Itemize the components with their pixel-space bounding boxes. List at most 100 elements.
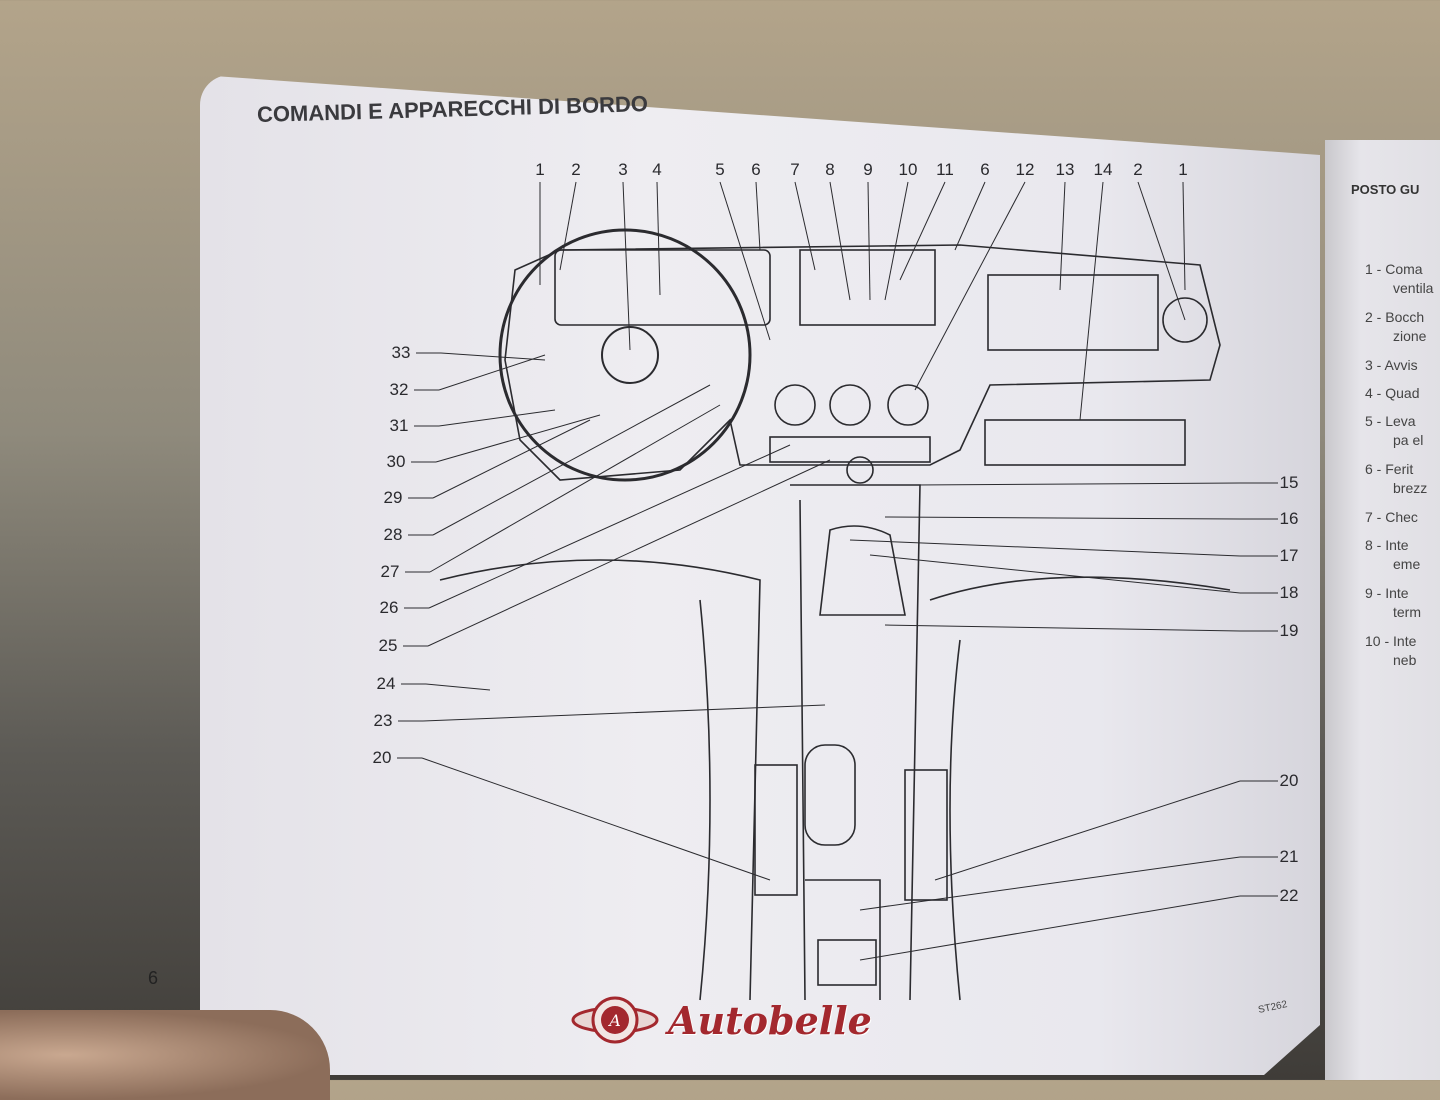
callout-right-18: 18 — [1279, 583, 1299, 602]
legend-number: 6 - — [1365, 461, 1382, 477]
leader-line — [794, 181, 816, 271]
callout-top-9: 9 — [863, 160, 873, 179]
legend-number: 2 - — [1365, 309, 1382, 325]
legend-text: Avvis — [1384, 357, 1418, 373]
leader-line — [829, 181, 851, 301]
leader-line — [622, 181, 631, 351]
radio — [769, 436, 931, 463]
leader-line — [719, 181, 771, 341]
callout-top-10: 10 — [898, 160, 918, 179]
leader-line — [867, 181, 871, 301]
legend-item: 1 - Coma ventila — [1365, 260, 1433, 298]
callout-left-33: 33 — [391, 343, 411, 362]
callout-top-6: 6 — [751, 160, 761, 179]
leader-line — [859, 895, 1241, 961]
callout-right-15: 15 — [1279, 473, 1299, 492]
callout-top-12: 12 — [1015, 160, 1035, 179]
dashboard-outline — [504, 244, 1221, 481]
callout-right-20: 20 — [1279, 771, 1299, 790]
callout-top-2: 2 — [1133, 160, 1143, 179]
legend-text: Coma — [1385, 261, 1423, 277]
left-seat — [439, 559, 761, 1001]
leader-line — [425, 683, 491, 691]
svg-text:A: A — [607, 1011, 621, 1030]
callout-right-21: 21 — [1279, 847, 1299, 866]
leader-line — [899, 181, 946, 281]
steering-wheel — [498, 228, 752, 482]
leader-line — [914, 181, 1026, 391]
legend-number: 7 - — [1365, 509, 1382, 525]
center-switch-panel — [799, 249, 936, 326]
leader-line — [432, 419, 591, 499]
center-console — [790, 484, 921, 1001]
leader-line — [1182, 181, 1186, 291]
legend-item: 7 - Chec — [1365, 508, 1418, 527]
leader-line — [954, 181, 986, 251]
legend-item: 2 - Bocch zione — [1365, 308, 1426, 346]
seat-switch-right — [904, 769, 948, 901]
legend-text-cont: term — [1393, 604, 1421, 620]
leader-line — [438, 354, 546, 391]
instrument-cluster — [554, 249, 771, 326]
leader-line — [1059, 181, 1066, 291]
facing-page-heading: POSTO GU — [1351, 182, 1420, 197]
callout-left-24: 24 — [376, 674, 396, 693]
callout-left-30: 30 — [386, 452, 406, 471]
legend-number: 10 - — [1365, 633, 1390, 649]
legend-text-cont: neb — [1393, 652, 1417, 668]
callout-top-6: 6 — [980, 160, 990, 179]
legend-item: 10 - Inte neb — [1365, 632, 1416, 670]
callout-top-1: 1 — [535, 160, 545, 179]
callout-left-26: 26 — [379, 598, 399, 617]
lower-tray — [984, 419, 1186, 466]
callout-right-16: 16 — [1279, 509, 1299, 528]
callout-top-1: 1 — [1178, 160, 1188, 179]
leader-line — [914, 482, 1241, 486]
callout-top-11: 11 — [936, 160, 954, 179]
air-vent — [774, 384, 816, 426]
legend-text: Inte — [1385, 585, 1409, 601]
watermark: A Autobelle — [570, 990, 872, 1050]
legend-number: 8 - — [1365, 537, 1382, 553]
legend-text-cont: brezz — [1393, 480, 1428, 496]
leader-line — [934, 780, 1241, 881]
legend-text-cont: zione — [1393, 328, 1427, 344]
legend-number: 4 - — [1365, 385, 1382, 401]
leader-line — [429, 404, 721, 573]
glovebox — [987, 274, 1159, 351]
leader-line — [438, 409, 556, 427]
legend-text-cont: pa el — [1393, 432, 1424, 448]
page-number: 6 — [148, 968, 159, 988]
callout-left-29: 29 — [383, 488, 403, 507]
gear-knob — [846, 456, 874, 484]
callout-top-5: 5 — [715, 160, 725, 179]
leader-line — [559, 181, 577, 271]
legend-number: 9 - — [1365, 585, 1382, 601]
legend-item: 6 - Ferit brezz — [1365, 460, 1427, 498]
leader-line — [435, 414, 601, 463]
legend-text: Ferit — [1385, 461, 1414, 477]
right-seat — [929, 576, 1231, 1001]
legend-text: Inte — [1393, 633, 1417, 649]
steering-hub — [601, 326, 659, 384]
legend-number: 1 - — [1365, 261, 1382, 277]
callout-left-20: 20 — [372, 748, 392, 767]
callout-top-8: 8 — [825, 160, 835, 179]
legend-number: 3 - — [1365, 357, 1382, 373]
watermark-text: Autobelle — [668, 997, 872, 1043]
callout-left-25: 25 — [378, 636, 398, 655]
gear-boot — [819, 525, 906, 616]
callout-top-14: 14 — [1093, 160, 1113, 179]
leader-line — [422, 704, 826, 722]
callout-left-28: 28 — [383, 525, 403, 544]
legend-text: Bocch — [1385, 309, 1425, 325]
leader-line — [440, 352, 546, 361]
leader-line — [884, 181, 909, 301]
leader-line — [421, 757, 771, 881]
callout-right-22: 22 — [1279, 886, 1299, 905]
legend-text-cont: ventila — [1393, 280, 1434, 296]
leader-line — [884, 624, 1241, 632]
